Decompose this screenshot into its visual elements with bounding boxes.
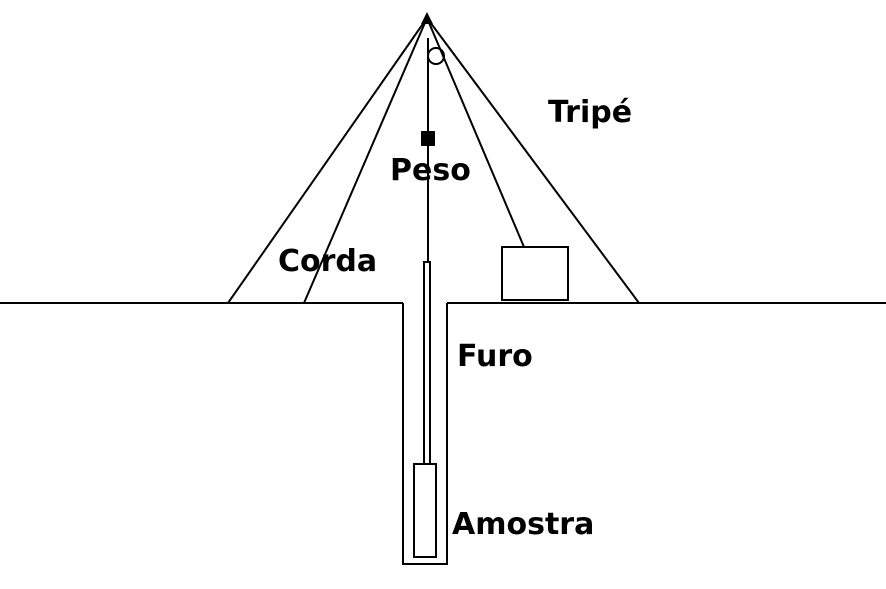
borehole [402,303,448,565]
winch-box [501,246,569,301]
tripod-leg-center [303,17,428,304]
label-weight: Peso [390,153,471,188]
label-sample: Amostra [452,507,595,542]
rope-to-box [426,17,525,248]
sample-tube [413,463,437,558]
tripod-leg-left [227,17,428,304]
label-borehole: Furo [457,339,533,374]
label-tripod: Tripé [548,95,633,130]
weight-block [421,131,435,146]
pulley [427,47,445,65]
rod [423,261,431,465]
tripod-apex [421,12,433,24]
tripod-leg-right [426,17,640,304]
label-rope: Corda [278,244,378,279]
